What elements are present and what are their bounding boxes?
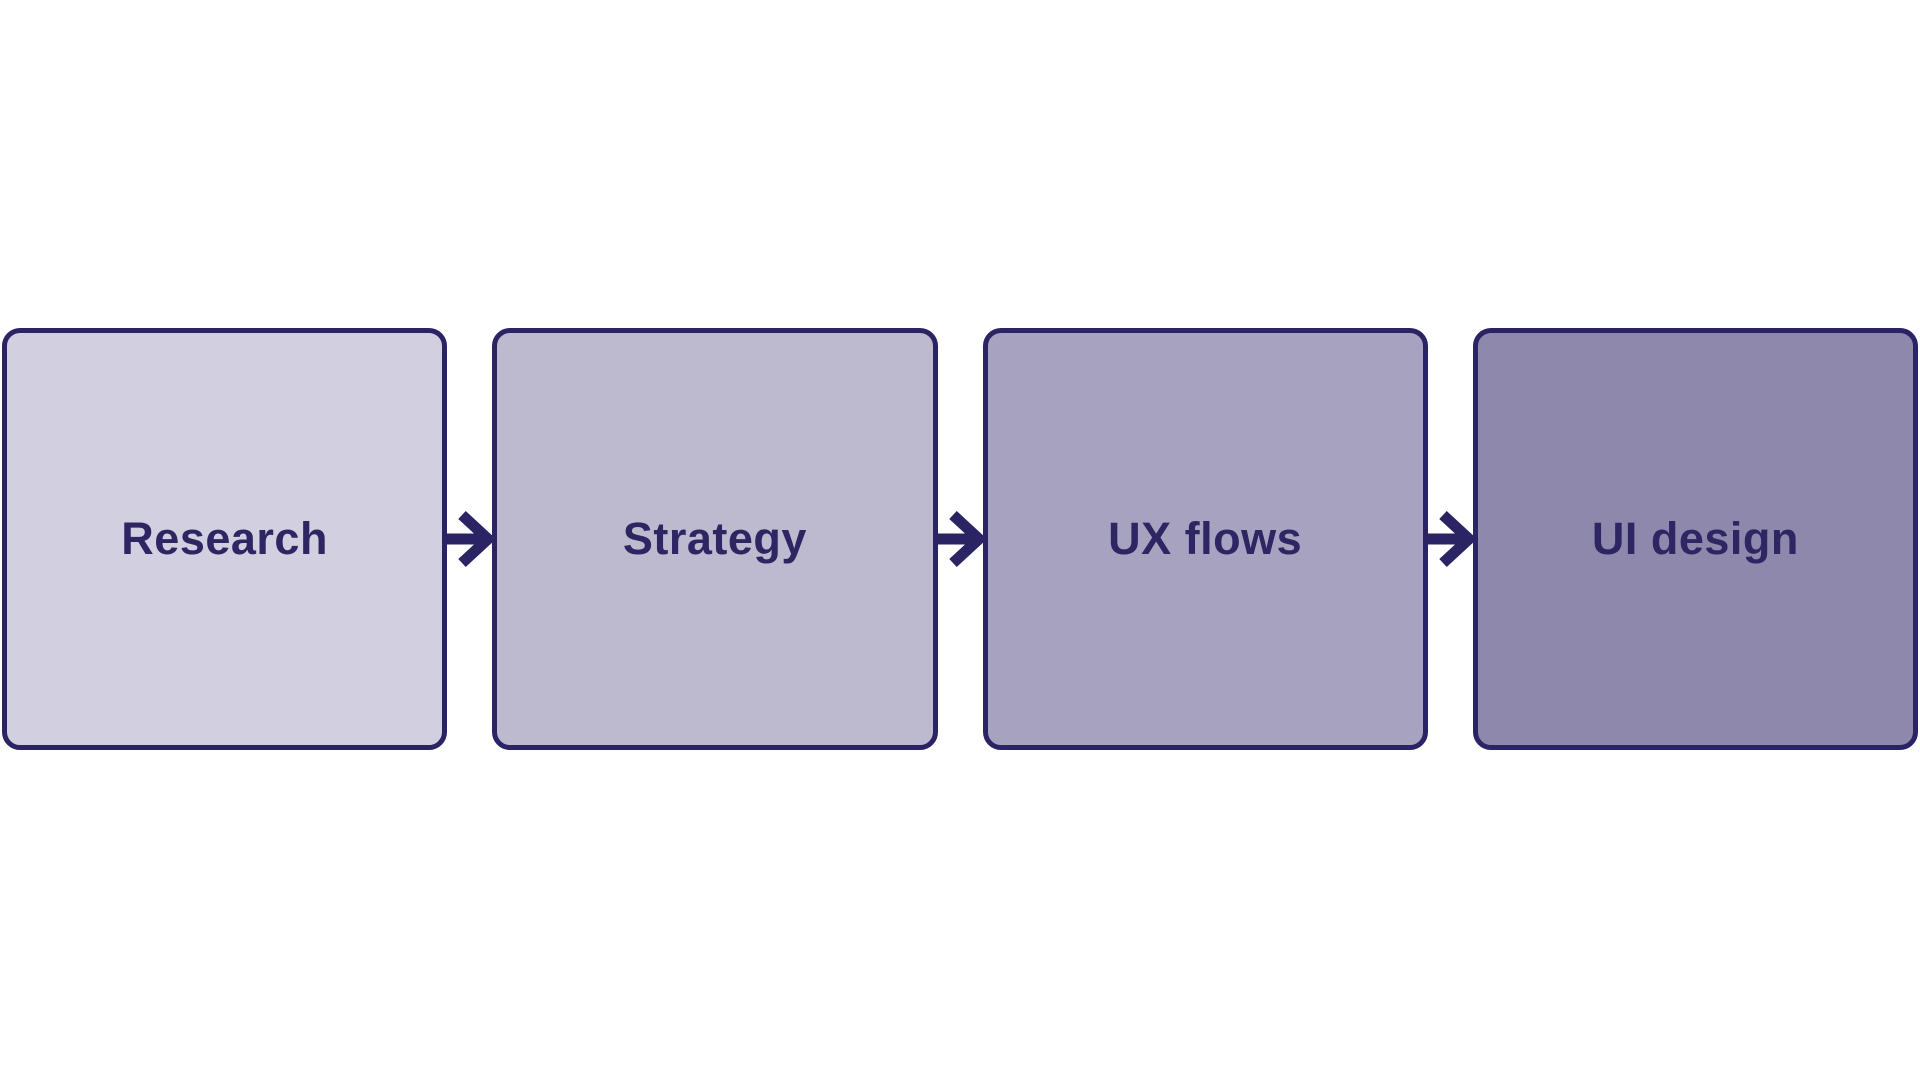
step-research[interactable]: Research [2, 328, 448, 750]
flow-arrow-1 [447, 328, 493, 750]
step-ui-design-label: UI design [1591, 513, 1799, 564]
flow-arrow-3 [1427, 328, 1473, 750]
arrow-right-icon [447, 510, 493, 568]
step-strategy[interactable]: Strategy [492, 328, 938, 750]
arrow-right-icon [937, 510, 983, 568]
process-flow: Research Strategy UX flows [2, 328, 1918, 750]
step-ux-flows[interactable]: UX flows [982, 328, 1428, 750]
arrow-right-icon [1427, 510, 1473, 568]
step-ui-design[interactable]: UI design [1472, 328, 1918, 750]
step-strategy-label: Strategy [622, 513, 807, 564]
step-ux-flows-label: UX flows [1108, 513, 1303, 564]
step-research-label: Research [121, 513, 328, 564]
flow-arrow-2 [937, 328, 983, 750]
